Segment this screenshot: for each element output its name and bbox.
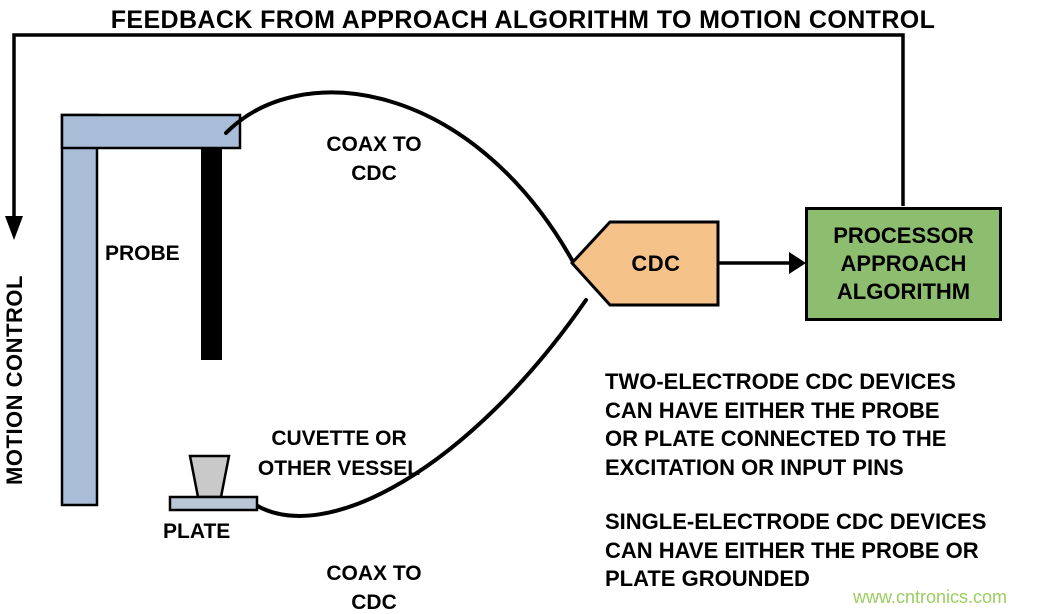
probe-bar [201,148,222,360]
processor-box-label: PROCESSOR APPROACH ALGORITHM [833,223,974,304]
diagram-title: FEEDBACK FROM APPROACH ALGORITHM TO MOTI… [110,6,936,34]
processor-approach-algorithm-box: PROCESSOR APPROACH ALGORITHM [805,207,1002,321]
coax-top-wire [224,90,574,262]
watermark-text: www.cntronics.com [853,587,1008,607]
cuvette-shape [188,454,231,499]
feedback-line [12,33,905,220]
plate-label: PLATE [163,520,231,543]
probe-label: PROBE [105,242,180,265]
coax-bottom-wire [252,298,588,518]
two-electrode-note: TWO-ELECTRODE CDC DEVICES CAN HAVE EITHE… [605,369,956,480]
cuvette-label: CUVETTE OR OTHER VESSEL [257,427,421,480]
cdc-label: CDC [631,251,681,276]
feedback-arrowhead-down-icon [5,216,23,240]
plate-bar [168,495,259,512]
motion-control-label: MOTION CONTROL [2,275,27,485]
cdc-to-processor-arrowhead-icon [789,252,806,274]
single-electrode-note: SINGLE-ELECTRODE CDC DEVICES CAN HAVE EI… [605,509,987,591]
arm-vertical-bar [60,113,99,507]
arm-horizontal-bar [60,113,242,150]
coax-to-cdc-top-label: COAX TO CDC [326,133,422,185]
coax-to-cdc-bottom-label: COAX TO CDC [326,562,422,614]
